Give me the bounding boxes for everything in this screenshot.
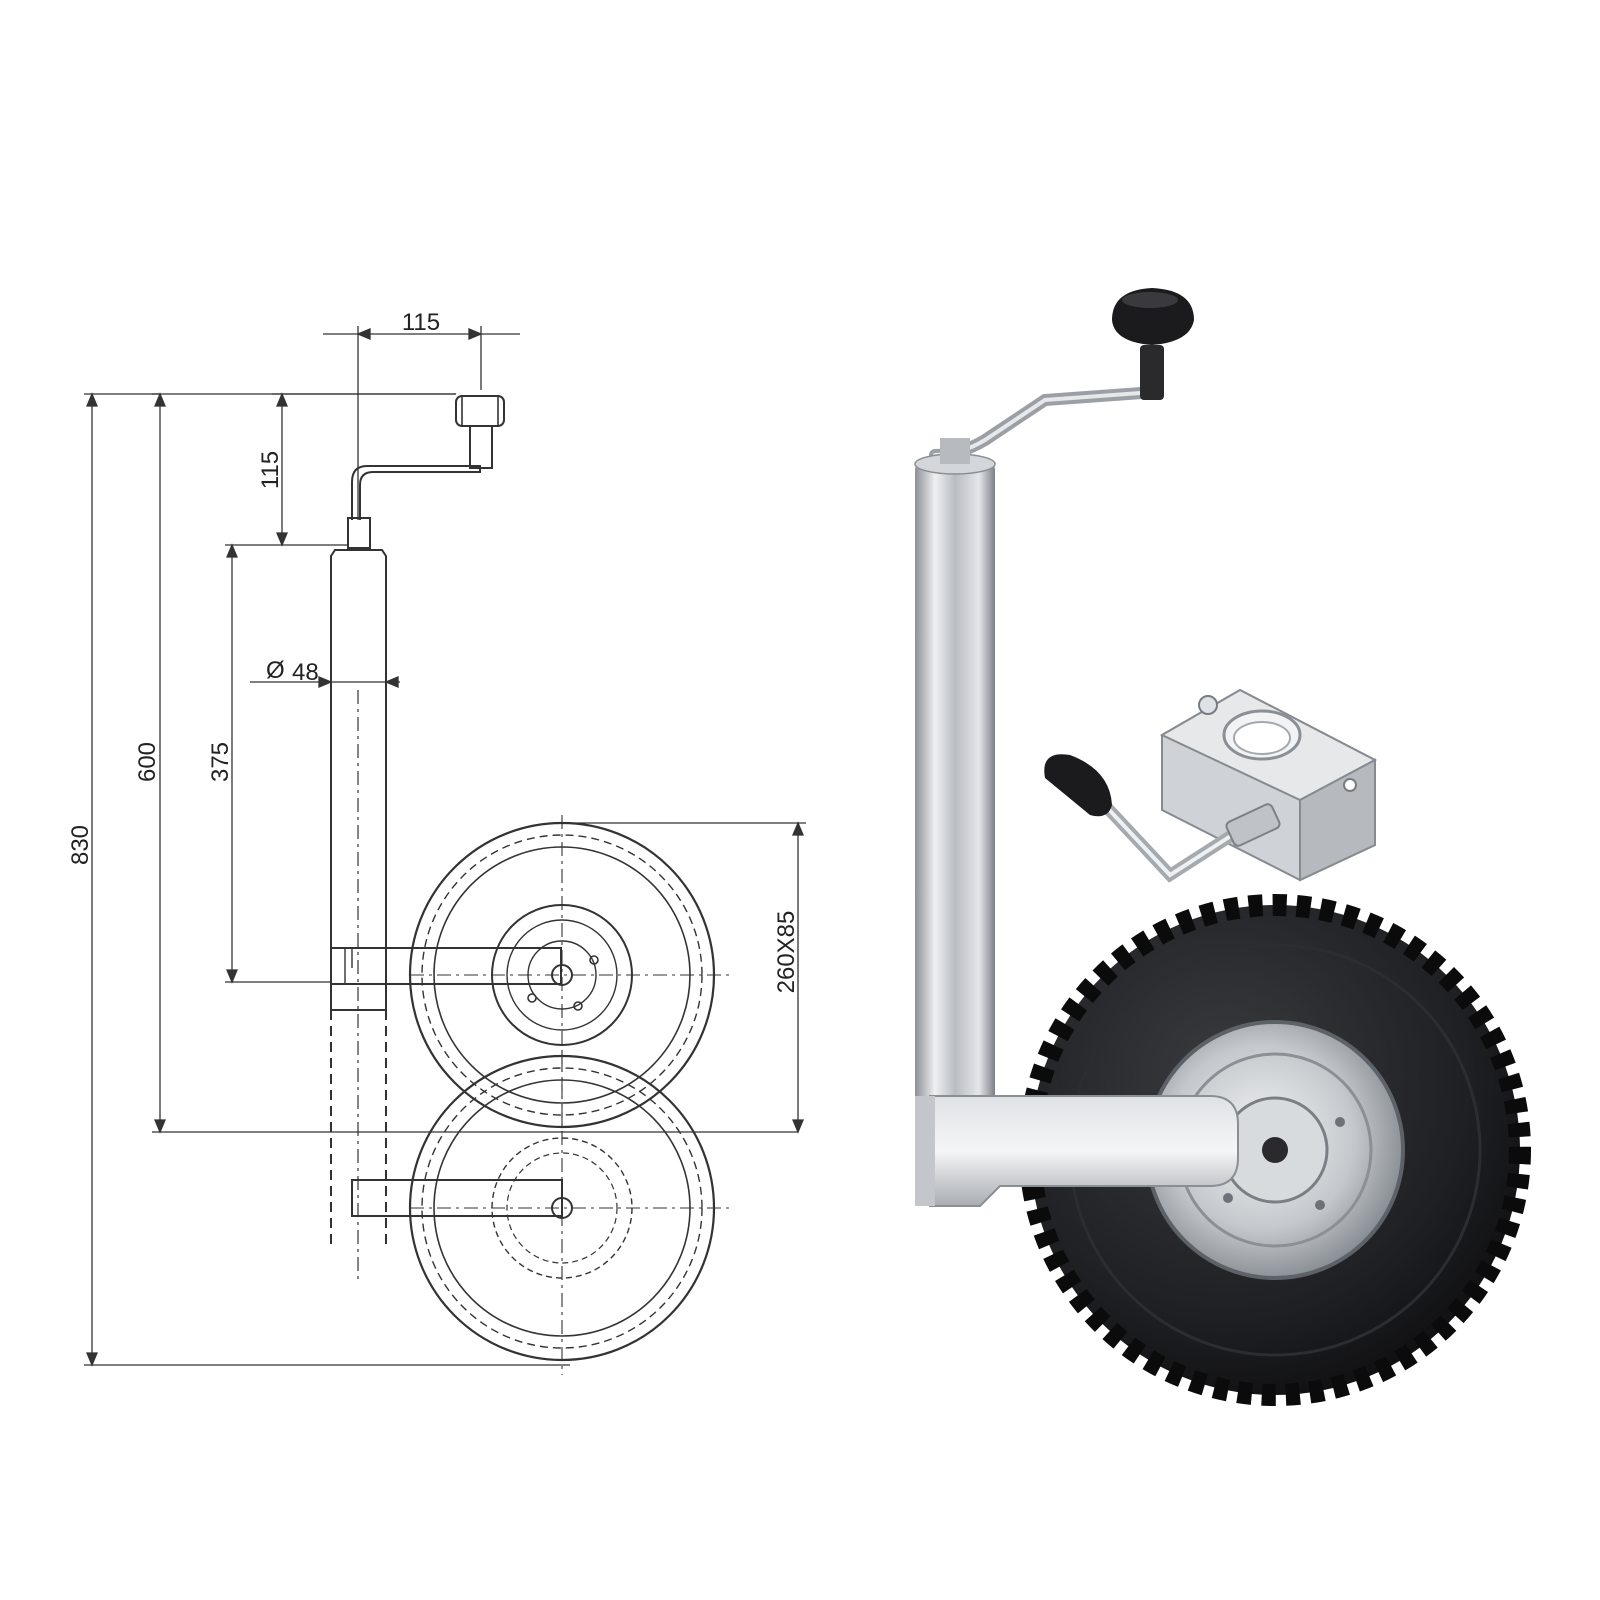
dim-handle-offset: 115 [402, 309, 440, 336]
jockey-wheel-product [914, 288, 1531, 1406]
dimension-labels: 115 115 Ø 48 375 600 830 260X85 [67, 309, 800, 993]
dim-clamp-height: 375 [207, 742, 234, 782]
fork-plate-render [929, 1095, 1239, 1207]
dim-min-height: 600 [134, 742, 161, 782]
wheel-lower-position [351, 1050, 730, 1375]
dim-wheel-size: 260X85 [773, 911, 800, 994]
stand-tube-render [915, 462, 995, 1167]
crank-handle [347, 395, 505, 549]
clamp-bracket-render [1044, 688, 1378, 883]
wheel-upper-position [330, 815, 730, 1140]
dim-diameter-symbol: Ø [266, 657, 285, 684]
dim-tube-diameter: 48 [292, 659, 319, 686]
dimension-lines [84, 326, 806, 1367]
line-drawing [84, 326, 806, 1375]
stand-tube [330, 549, 387, 1280]
dim-handle-height: 115 [257, 451, 284, 489]
dim-max-height: 830 [67, 825, 94, 865]
crank-handle-render [929, 288, 1194, 461]
